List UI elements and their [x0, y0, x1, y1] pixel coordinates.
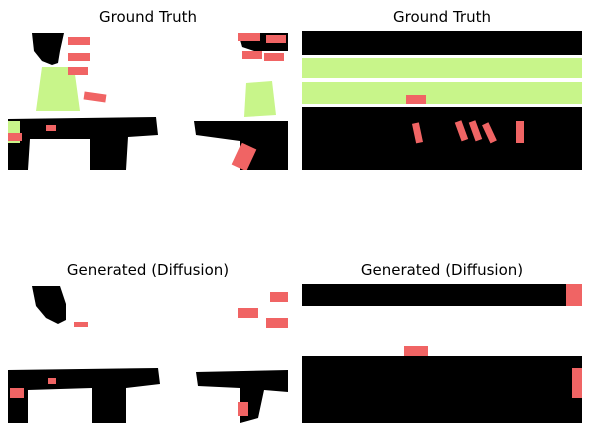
- lane-area: [244, 81, 276, 117]
- vehicle-marker: [404, 346, 428, 356]
- vehicle-marker: [454, 120, 469, 142]
- road-blob: [32, 33, 64, 65]
- vehicle-marker: [482, 122, 497, 144]
- vehicle-marker: [48, 378, 56, 384]
- vehicle-marker: [231, 142, 257, 170]
- lane-area: [302, 82, 582, 104]
- road-band: [302, 284, 582, 306]
- vehicle-marker: [10, 388, 24, 398]
- vehicle-marker: [83, 91, 107, 103]
- vehicle-marker: [411, 122, 423, 144]
- vehicle-marker: [238, 308, 258, 318]
- road-blob: [32, 286, 66, 324]
- generated-map-right: [302, 284, 582, 423]
- lane-area: [302, 58, 582, 78]
- vehicle-marker: [266, 318, 288, 328]
- vehicle-marker: [74, 322, 88, 327]
- panel-title-bottom-left: Generated (Diffusion): [66, 261, 230, 279]
- vehicle-marker: [264, 53, 284, 61]
- vehicle-marker: [238, 402, 248, 416]
- vehicle-marker: [68, 53, 90, 61]
- vehicle-marker: [516, 121, 524, 143]
- vehicle-marker: [8, 133, 22, 141]
- panel-title-bottom-right: Generated (Diffusion): [360, 261, 524, 279]
- panel-title-top-left: Ground Truth: [99, 8, 197, 26]
- road-band: [302, 356, 582, 423]
- vehicle-marker: [468, 120, 483, 142]
- road-blob: [8, 117, 158, 170]
- generated-map-left: [8, 284, 288, 423]
- lane-area: [36, 67, 80, 111]
- vehicle-marker: [238, 33, 260, 41]
- ground-truth-map-right: [302, 31, 582, 170]
- vehicle-marker: [270, 292, 288, 302]
- vehicle-marker: [242, 51, 262, 59]
- vehicle-marker: [68, 67, 88, 75]
- vehicle-marker: [406, 95, 426, 104]
- vehicle-marker: [68, 37, 90, 45]
- road-blob: [196, 370, 288, 423]
- ground-truth-map-left: [8, 31, 288, 170]
- vehicle-marker: [266, 35, 286, 43]
- vehicle-marker: [46, 125, 56, 131]
- vehicle-marker: [566, 284, 582, 306]
- road-blob: [8, 368, 160, 423]
- panel-title-top-right: Ground Truth: [393, 8, 491, 26]
- vehicle-marker: [572, 368, 582, 398]
